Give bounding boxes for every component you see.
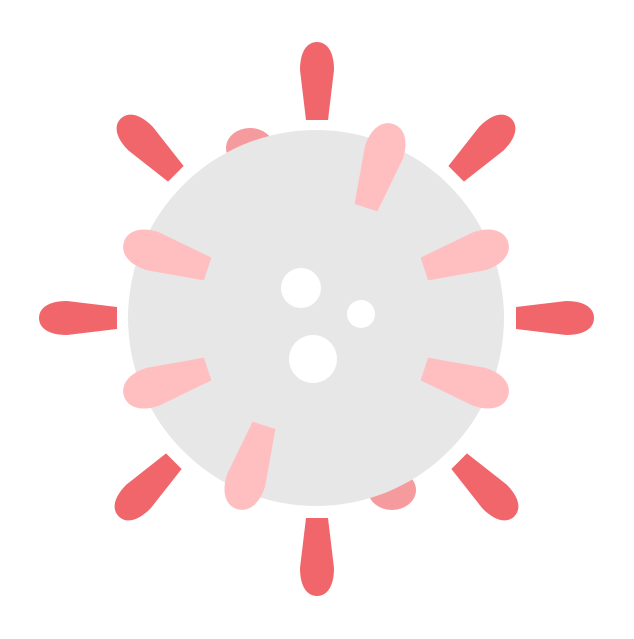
virus-body — [128, 130, 504, 506]
dot-small — [347, 300, 375, 328]
outer-spike-left — [39, 301, 117, 335]
outer-spike-bottom-right — [447, 449, 527, 529]
dot-large-bottom — [289, 335, 337, 383]
outer-spike-top-right — [444, 106, 524, 186]
dot-large-top — [281, 268, 321, 308]
outer-spike-bottom — [300, 518, 334, 596]
outer-spike-right — [516, 301, 594, 335]
outer-spike-top-left — [108, 106, 188, 186]
outer-spike-top — [300, 42, 334, 120]
body-dots — [281, 268, 375, 383]
outer-spike-bottom-left — [106, 449, 186, 529]
